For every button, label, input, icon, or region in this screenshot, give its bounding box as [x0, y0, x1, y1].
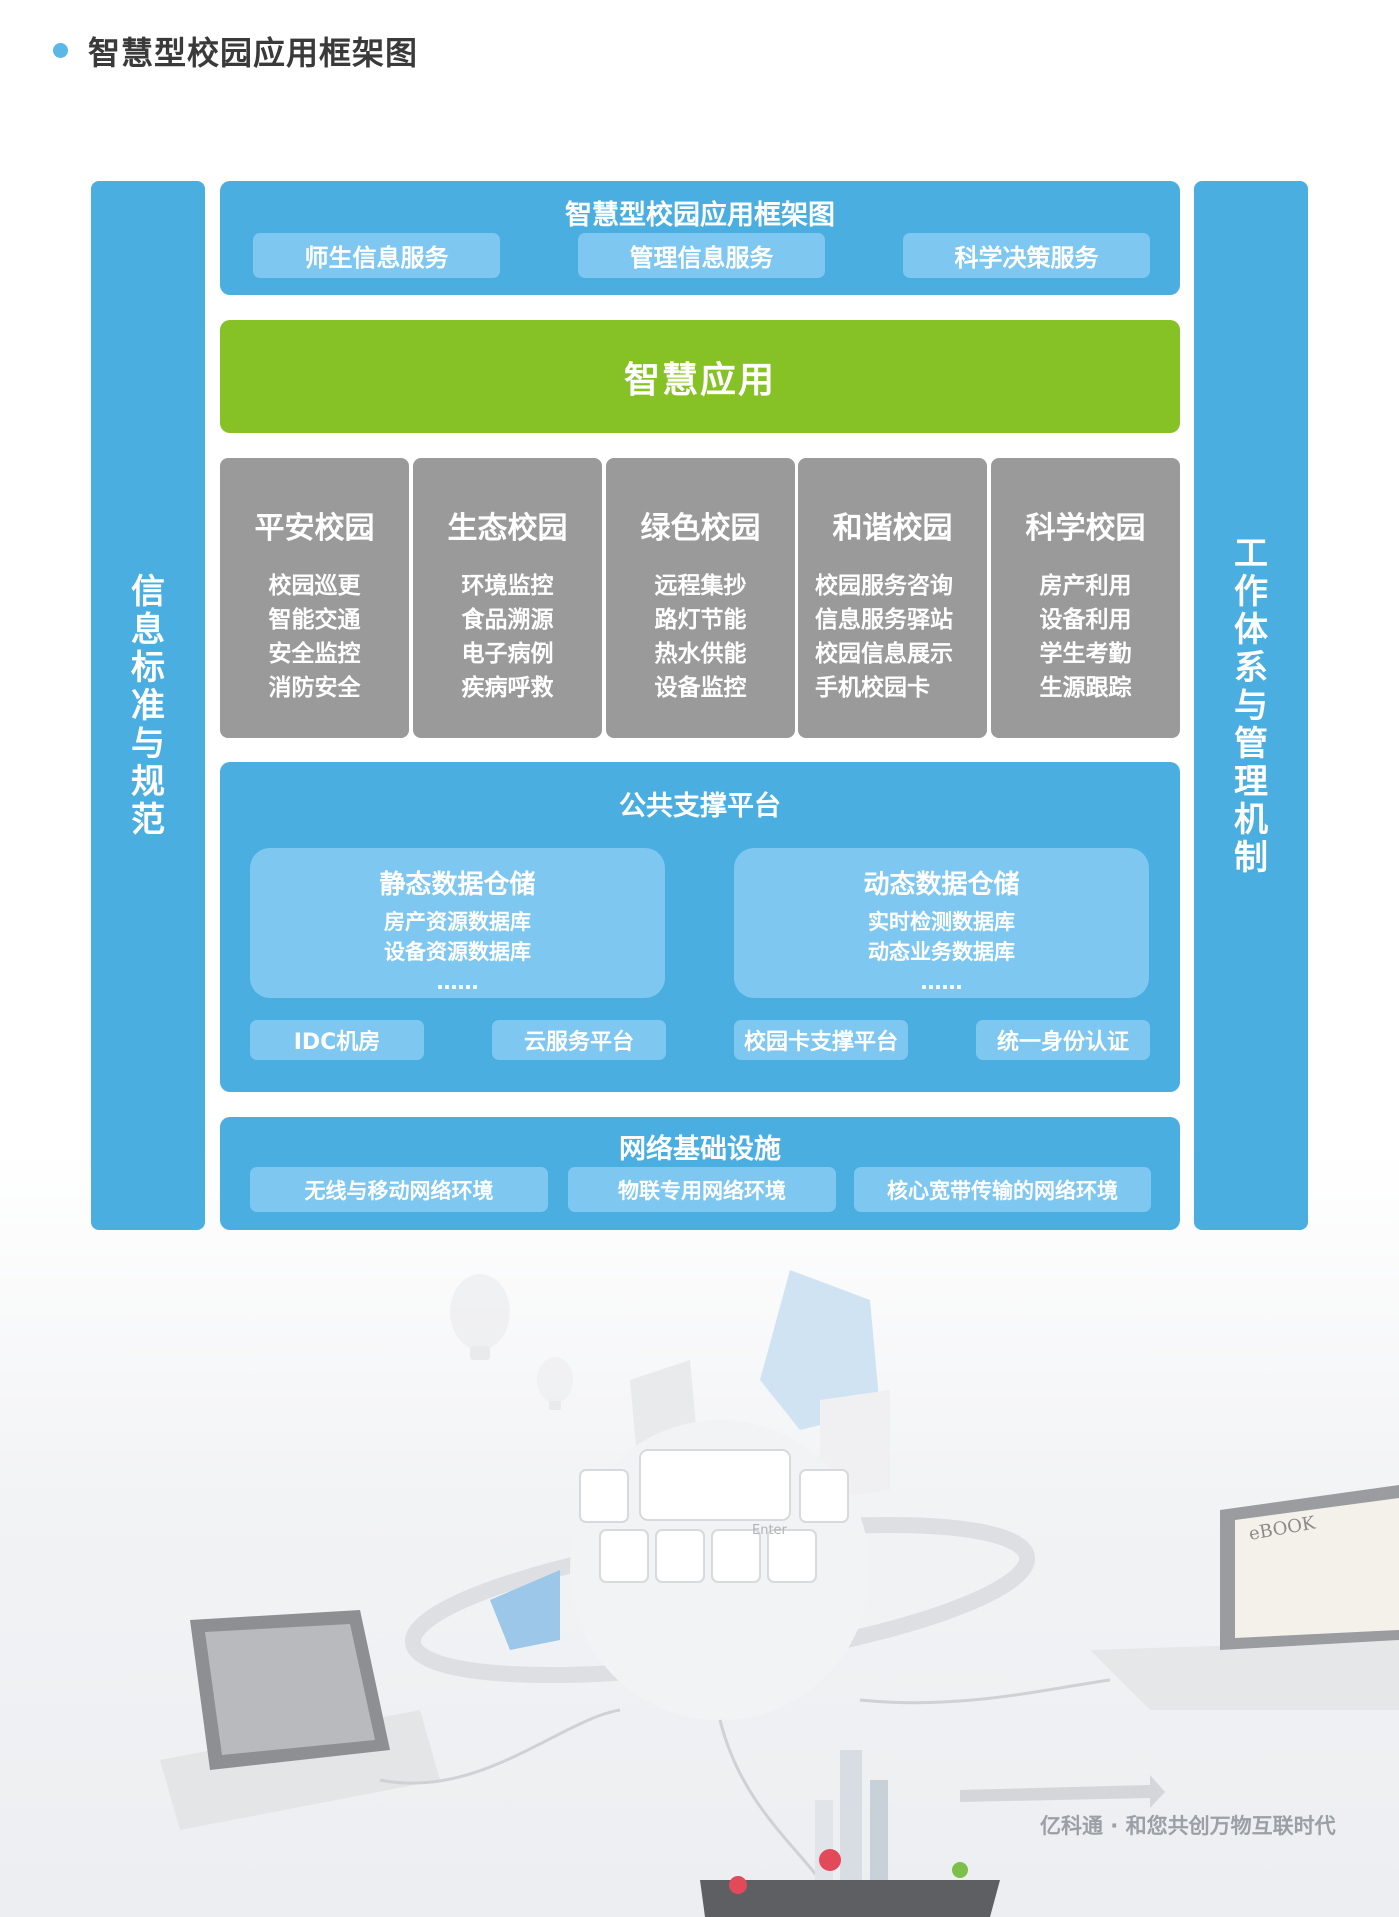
campus-card-title: 和谐校园 — [832, 511, 953, 546]
page-title: 智慧型校园应用框架图 — [88, 34, 419, 72]
vertical-char: 与 — [131, 723, 165, 764]
campus-card-title: 科学校园 — [1025, 511, 1146, 546]
campus-card-item: 校园信息展示 — [815, 641, 953, 667]
campus-card-item: 环境监控 — [461, 573, 554, 599]
tech-illustration: Enter eBOOK — [160, 1270, 1399, 1917]
laptop-device — [1090, 1485, 1399, 1710]
campus-card-title: 绿色校园 — [640, 511, 761, 546]
campus-card-item: 手机校园卡 — [815, 675, 930, 701]
enter-key-label: Enter — [752, 1523, 788, 1538]
campus-card-harmony: 和谐校园 校园服务咨询 信息服务驿站 校园信息展示 手机校园卡 — [798, 458, 987, 738]
static-data-store: 静态数据仓储 房产资源数据库 设备资源数据库 …… — [250, 848, 665, 998]
cable-line — [718, 1719, 822, 1881]
smart-application-bar: 智慧应用 — [220, 320, 1180, 433]
tablet-device — [160, 1610, 440, 1830]
network-panel: 网络基础设施 无线与移动网络环境 物联专用网络环境 核心宽带传输的网络环境 — [220, 1117, 1180, 1230]
network-core-pill: 核心宽带传输的网络环境 — [854, 1167, 1151, 1212]
campus-card-item: 智能交通 — [268, 607, 361, 633]
right-side-label: 工作体系与管理机制 — [1234, 535, 1268, 877]
campus-card-item: 电子病例 — [461, 641, 554, 667]
city-phone — [700, 1750, 1000, 1917]
campus-card-item: 设备监控 — [654, 675, 747, 701]
campus-card-item: 房产利用 — [1039, 573, 1132, 599]
vertical-char: 体 — [1234, 609, 1268, 650]
service-management: 管理信息服务 — [578, 233, 825, 278]
campus-card-item: 学生考勤 — [1039, 641, 1132, 667]
campus-card-item: 校园巡更 — [268, 573, 361, 599]
campus-card-item: 生源跟踪 — [1039, 675, 1132, 701]
slogan: 亿科通 · 和您共创万物互联时代 — [1040, 1814, 1336, 1838]
top-service-panel: 智慧型校园应用框架图 师生信息服务 管理信息服务 科学决策服务 — [220, 181, 1180, 295]
building-shape — [760, 1270, 880, 1430]
vertical-char: 息 — [131, 609, 165, 650]
idc-room-pill: IDC机房 — [250, 1020, 424, 1060]
dynamic-store-ellipsis: …… — [920, 970, 963, 994]
dynamic-store-item: 实时检测数据库 — [868, 910, 1015, 934]
vertical-char: 规 — [131, 761, 165, 802]
vertical-char: 范 — [131, 799, 165, 840]
campus-card-item: 校园服务咨询 — [815, 573, 953, 599]
campus-card-ecology: 生态校园 环境监控 食品溯源 电子病例 疾病呼救 — [413, 458, 602, 738]
map-pin-icon — [729, 1849, 968, 1894]
support-platform-title: 公共支撑平台 — [619, 791, 781, 822]
bullet-dot-icon — [53, 43, 68, 58]
left-side-bar: 信息标准与规范 — [91, 181, 205, 1230]
vertical-char: 信 — [131, 571, 165, 612]
top-panel-title: 智慧型校园应用框架图 — [565, 200, 835, 231]
network-title: 网络基础设施 — [619, 1134, 781, 1165]
static-store-ellipsis: …… — [436, 970, 479, 994]
lightbulb-icon — [537, 1357, 573, 1410]
campus-card-item: 热水供能 — [654, 641, 747, 667]
campus-card-title: 平安校园 — [254, 511, 375, 546]
campus-card-green: 绿色校园 远程集抄 路灯节能 热水供能 设备监控 — [606, 458, 795, 738]
unified-auth-pill: 统一身份认证 — [976, 1020, 1150, 1060]
static-store-item: 房产资源数据库 — [384, 910, 531, 934]
vertical-char: 作 — [1234, 571, 1268, 612]
right-side-bar: 工作体系与管理机制 — [1194, 181, 1308, 1230]
vertical-char: 标 — [131, 647, 165, 688]
vertical-char: 工 — [1234, 533, 1268, 574]
cloud-platform-pill: 云服务平台 — [492, 1020, 666, 1060]
arrow-shape — [960, 1775, 1165, 1808]
vertical-char: 制 — [1234, 837, 1268, 878]
service-decision: 科学决策服务 — [903, 233, 1150, 278]
campus-card-item: 食品溯源 — [461, 607, 554, 633]
campus-card-item: 安全监控 — [268, 641, 361, 667]
campus-card-item: 疾病呼救 — [461, 675, 554, 701]
dynamic-data-store: 动态数据仓储 实时检测数据库 动态业务数据库 …… — [734, 848, 1149, 998]
vertical-char: 管 — [1234, 723, 1268, 764]
campus-card-science: 科学校园 房产利用 设备利用 学生考勤 生源跟踪 — [991, 458, 1180, 738]
static-store-title: 静态数据仓储 — [379, 870, 536, 900]
vertical-char: 理 — [1234, 761, 1268, 802]
vertical-char: 系 — [1234, 647, 1268, 688]
left-side-label: 信息标准与规范 — [131, 573, 165, 839]
campus-card-item: 消防安全 — [268, 675, 361, 701]
campus-card-item: 设备利用 — [1039, 607, 1132, 633]
blue-shard — [490, 1570, 560, 1650]
network-wireless-pill: 无线与移动网络环境 — [250, 1167, 548, 1212]
static-store-item: 设备资源数据库 — [384, 940, 531, 964]
cable-line — [859, 1678, 1111, 1705]
network-iot-pill: 物联专用网络环境 — [568, 1167, 836, 1212]
campus-card-safe: 平安校园 校园巡更 智能交通 安全监控 消防安全 — [220, 458, 409, 738]
vertical-char: 准 — [131, 685, 165, 726]
campus-card-item: 路灯节能 — [654, 607, 747, 633]
campus-card-item: 远程集抄 — [654, 573, 747, 599]
lightbulb-icon — [450, 1274, 510, 1360]
vertical-char: 与 — [1234, 685, 1268, 726]
dynamic-store-title: 动态数据仓储 — [863, 870, 1020, 900]
cable-line — [379, 1708, 621, 1785]
service-teacher-student: 师生信息服务 — [253, 233, 500, 278]
campus-card-platform-pill: 校园卡支撑平台 — [734, 1020, 908, 1060]
keyboard-keys — [579, 1449, 849, 1583]
vertical-char: 机 — [1234, 799, 1268, 840]
campus-card-title: 生态校园 — [447, 511, 568, 546]
campus-card-item: 信息服务驿站 — [815, 607, 953, 633]
dynamic-store-item: 动态业务数据库 — [868, 940, 1015, 964]
